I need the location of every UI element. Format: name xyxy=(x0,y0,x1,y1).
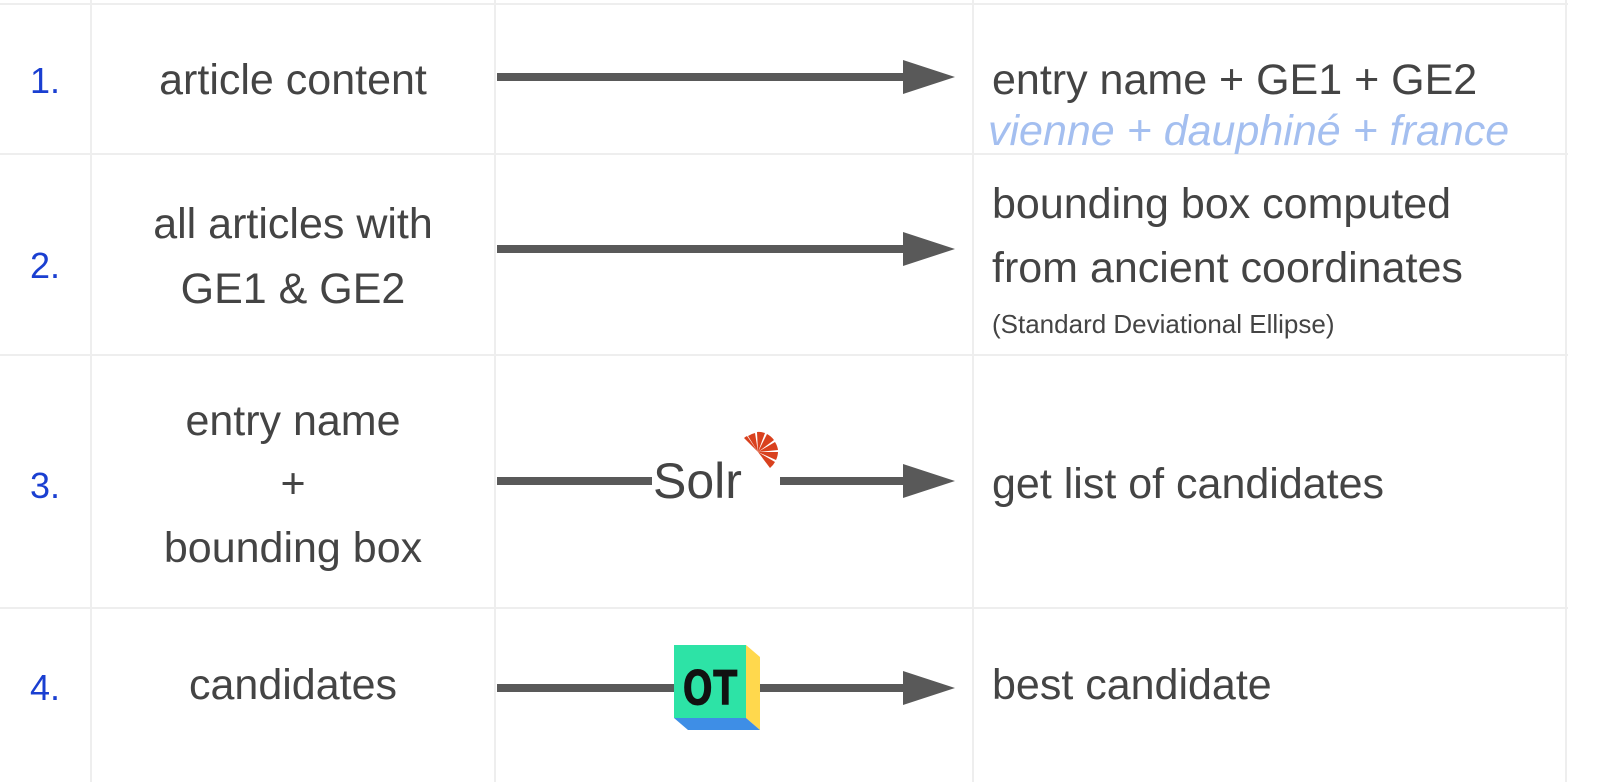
grid-hline-0 xyxy=(0,3,1568,5)
row-3-input-line-1: entry name xyxy=(185,397,401,445)
row-4-number: 4. xyxy=(29,667,61,708)
row-4-arrow xyxy=(497,671,955,705)
grid-vline-1 xyxy=(90,0,92,782)
row-1-output: entry name + GE1 + GE2 xyxy=(992,56,1478,104)
row-2-input-line-1: all articles with xyxy=(153,200,433,248)
row-3-arrow xyxy=(497,464,955,498)
row-3-number: 3. xyxy=(29,465,61,506)
row-3-input-line-3: bounding box xyxy=(163,524,423,572)
row-2-input-line-2: GE1 & GE2 xyxy=(180,265,406,313)
row-2-output-line-2: from ancient coordinates xyxy=(992,244,1463,292)
row-2-number: 2. xyxy=(29,245,61,286)
row-1-input: article content xyxy=(159,56,427,104)
grid-hline-1 xyxy=(0,153,1568,155)
solr-logo-text: Solr xyxy=(653,453,742,509)
grid-vline-3 xyxy=(972,0,974,782)
row-2-arrow xyxy=(497,232,955,266)
grid-hline-3 xyxy=(0,607,1568,609)
opentapioca-logo-icon: OT xyxy=(674,645,760,730)
row-4-output: best candidate xyxy=(992,661,1272,709)
grid-vline-4 xyxy=(1565,0,1567,782)
grid-vline-2 xyxy=(494,0,496,782)
row-1-example: vienne + dauphiné + france xyxy=(988,107,1510,155)
row-1-arrow xyxy=(497,60,955,94)
row-2-output-note: (Standard Deviational Ellipse) xyxy=(992,309,1335,339)
row-3-input-line-2: + xyxy=(280,460,306,508)
solr-logo-icon: Solr xyxy=(653,431,778,509)
row-3-output: get list of candidates xyxy=(992,460,1385,508)
row-1-number: 1. xyxy=(29,60,61,101)
grid-hline-2 xyxy=(0,354,1568,356)
row-2-output-line-1: bounding box computed xyxy=(992,180,1452,228)
row-4-input: candidates xyxy=(189,661,397,709)
opentapioca-logo-text: OT xyxy=(682,662,737,717)
